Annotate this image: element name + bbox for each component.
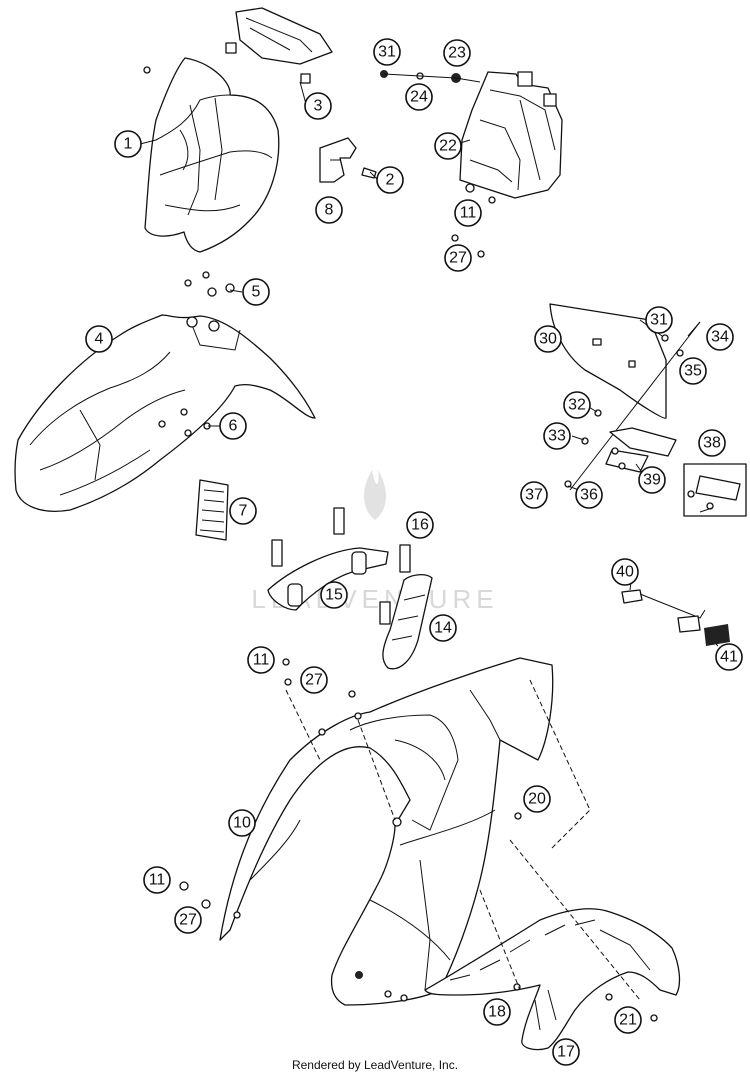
- callout-label: 35: [684, 363, 702, 380]
- rear-component: [380, 70, 563, 258]
- callout-label: 31: [378, 44, 396, 61]
- callout-label: 17: [557, 1044, 575, 1061]
- callout-label: 36: [580, 487, 598, 504]
- callout-27a: 27: [444, 244, 472, 272]
- callout-label: 38: [703, 435, 721, 452]
- leader-lines: [139, 81, 719, 1001]
- callout-22: 22: [434, 132, 462, 160]
- callout-label: 18: [488, 1004, 506, 1021]
- license-light-box: [683, 463, 747, 517]
- callout-label: 21: [619, 1012, 637, 1029]
- callout-label: 40: [616, 564, 634, 581]
- callout-label: 31: [650, 312, 668, 329]
- callout-37: 37: [520, 481, 548, 509]
- callout-label: 2: [386, 172, 395, 189]
- callout-label: 33: [548, 428, 566, 445]
- callout-14: 14: [429, 614, 457, 642]
- callout-11b: 11: [247, 646, 275, 674]
- callout-label: 11: [253, 652, 270, 669]
- callout-5: 5: [242, 278, 270, 306]
- callout-label: 34: [711, 329, 729, 346]
- callout-label: 20: [528, 791, 546, 808]
- callout-41: 41: [715, 643, 743, 671]
- fasteners-rear-fender: [179, 658, 522, 1002]
- callout-label: 27: [305, 672, 323, 689]
- bolts-group-5: [184, 271, 235, 297]
- callout-label: 24: [410, 89, 428, 106]
- callout-11c: 11: [143, 866, 171, 894]
- callout-label: 1: [124, 136, 133, 153]
- callout-24: 24: [405, 83, 433, 111]
- callout-15: 15: [320, 581, 348, 609]
- callout-35: 35: [679, 357, 707, 385]
- callout-32: 32: [563, 391, 591, 419]
- callout-label: 39: [643, 472, 661, 489]
- callout-34: 34: [706, 323, 734, 351]
- callout-17: 17: [552, 1038, 580, 1066]
- callout-20: 20: [523, 785, 551, 813]
- callout-8: 8: [315, 196, 343, 224]
- reflector-stay: [621, 589, 730, 646]
- callout-10: 10: [228, 809, 256, 837]
- callout-30: 30: [534, 325, 562, 353]
- callout-38: 38: [698, 429, 726, 457]
- callout-40: 40: [611, 558, 639, 586]
- front-fender: [14, 314, 316, 512]
- callout-36: 36: [575, 481, 603, 509]
- callout-31a: 31: [373, 38, 401, 66]
- callout-label: 14: [434, 620, 452, 637]
- callout-label: 32: [568, 397, 586, 414]
- callout-7: 7: [229, 497, 257, 525]
- callout-39: 39: [638, 466, 666, 494]
- callout-label: 11: [149, 872, 166, 889]
- callout-3: 3: [304, 92, 332, 120]
- callout-18: 18: [483, 998, 511, 1026]
- callout-31b: 31: [645, 306, 673, 334]
- callout-label: 15: [325, 587, 343, 604]
- callout-label: 27: [179, 912, 197, 929]
- callout-21: 21: [614, 1006, 642, 1034]
- callout-4: 4: [85, 325, 113, 353]
- callout-1: 1: [114, 130, 142, 158]
- callout-27c: 27: [174, 906, 202, 934]
- callout-label: 5: [252, 284, 261, 301]
- headlight-top-bracket: [225, 7, 333, 84]
- callout-label: 23: [448, 45, 466, 62]
- callout-label: 30: [539, 331, 557, 348]
- callout-label: 8: [325, 202, 334, 219]
- mask-bracket: [319, 137, 377, 183]
- callout-label: 16: [411, 517, 429, 534]
- license-bracket: [605, 427, 677, 473]
- callout-label: 3: [314, 98, 323, 115]
- callout-label: 41: [720, 649, 738, 666]
- callout-label: 6: [229, 418, 238, 435]
- fender-decal-strip: [195, 479, 229, 541]
- callout-label: 22: [439, 138, 457, 155]
- callout-label: 37: [525, 487, 543, 504]
- rear-fender-bracket: [424, 908, 681, 1051]
- callout-11a: 11: [454, 199, 482, 227]
- callout-label: 27: [449, 250, 467, 267]
- callout-6: 6: [219, 412, 247, 440]
- callout-16: 16: [406, 511, 434, 539]
- callout-27b: 27: [300, 666, 328, 694]
- callout-33: 33: [543, 422, 571, 450]
- footer-credit: Rendered by LeadVenture, Inc.: [291, 1058, 459, 1072]
- callout-label: 10: [233, 815, 251, 832]
- callout-23: 23: [443, 39, 471, 67]
- headlight-mask: [143, 57, 280, 253]
- fork-guard-bracket: [267, 507, 433, 670]
- callout-label: 7: [239, 503, 248, 520]
- callout-label: 4: [95, 331, 104, 348]
- callout-2: 2: [376, 166, 404, 194]
- callout-label: 11: [460, 205, 477, 222]
